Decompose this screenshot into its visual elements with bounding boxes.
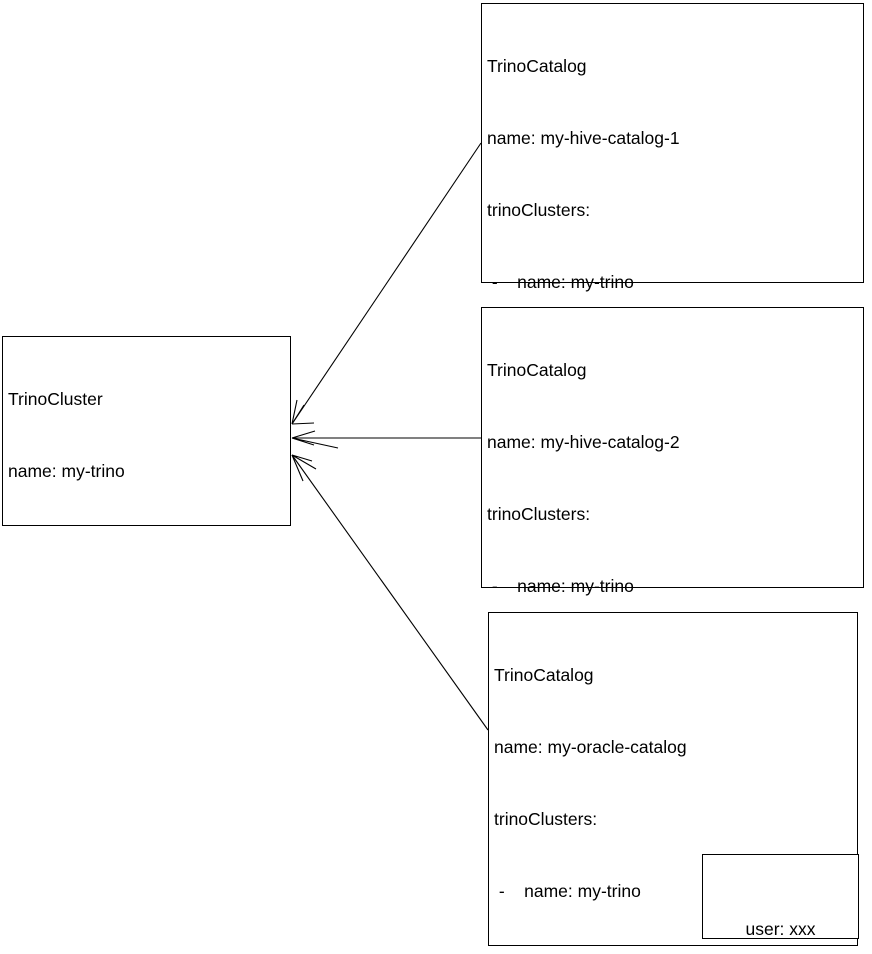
edge-oracle-catalog-to-cluster [291,454,489,731]
line-kind: TrinoCatalog [494,665,594,685]
node-trino-catalog-hive-2[interactable]: TrinoCatalog name: my-hive-catalog-2 tri… [481,307,864,884]
edge-hive-catalog-2-to-cluster [291,430,481,449]
line-cluster-ref: - name: my-trino [487,576,634,596]
line-name: name: my-hive-catalog-2 [487,432,680,452]
edge-hive-catalog-1-to-cluster [291,142,482,425]
node-oracle-credentials-secret[interactable]: user: xxx password: xxx [702,854,859,939]
line-trino-clusters: trinoClusters: [487,504,591,524]
line-name: name: my-oracle-catalog [494,737,687,757]
line-user: user: xxx [745,919,816,939]
line-kind: TrinoCluster [8,389,103,409]
node-trino-cluster-text: TrinoCluster name: my-trino [8,339,288,531]
line-cluster-ref: - name: my-trino [494,881,641,901]
line-kind: TrinoCatalog [487,56,587,76]
line-trino-clusters: trinoClusters: [487,200,591,220]
node-trino-catalog-hive-1[interactable]: TrinoCatalog name: my-hive-catalog-1 tri… [481,3,864,652]
node-trino-catalog-oracle[interactable]: TrinoCatalog name: my-oracle-catalog tri… [488,612,859,954]
node-trino-cluster[interactable]: TrinoCluster name: my-trino [2,336,291,526]
node-oracle-credentials-secret-text: user: xxx password: xxx [703,869,858,954]
line-name: name: my-hive-catalog-1 [487,128,680,148]
line-cluster-ref: - name: my-trino [487,272,634,292]
line-trino-clusters: trinoClusters: [494,809,598,829]
line-kind: TrinoCatalog [487,360,587,380]
line-name: name: my-trino [8,461,125,481]
node-trino-catalog-oracle-text: TrinoCatalog name: my-oracle-catalog tri… [494,615,855,954]
